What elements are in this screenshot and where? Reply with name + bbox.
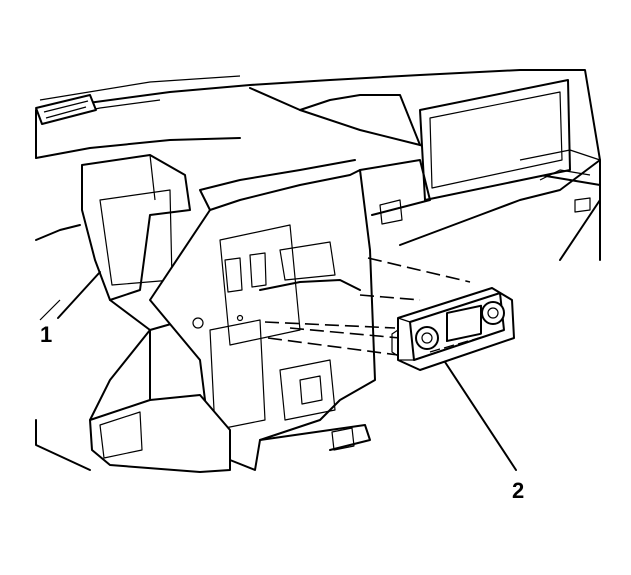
leader-lines	[57, 271, 517, 471]
assembly-guide-lines	[264, 257, 471, 356]
callout-label-2: 2	[512, 478, 525, 503]
hvac-control-module	[391, 287, 515, 371]
callout-label-1: 1	[40, 322, 53, 347]
leader-line-1	[57, 271, 101, 319]
leader-line-2	[444, 361, 517, 471]
lower-bracket	[89, 329, 371, 473]
